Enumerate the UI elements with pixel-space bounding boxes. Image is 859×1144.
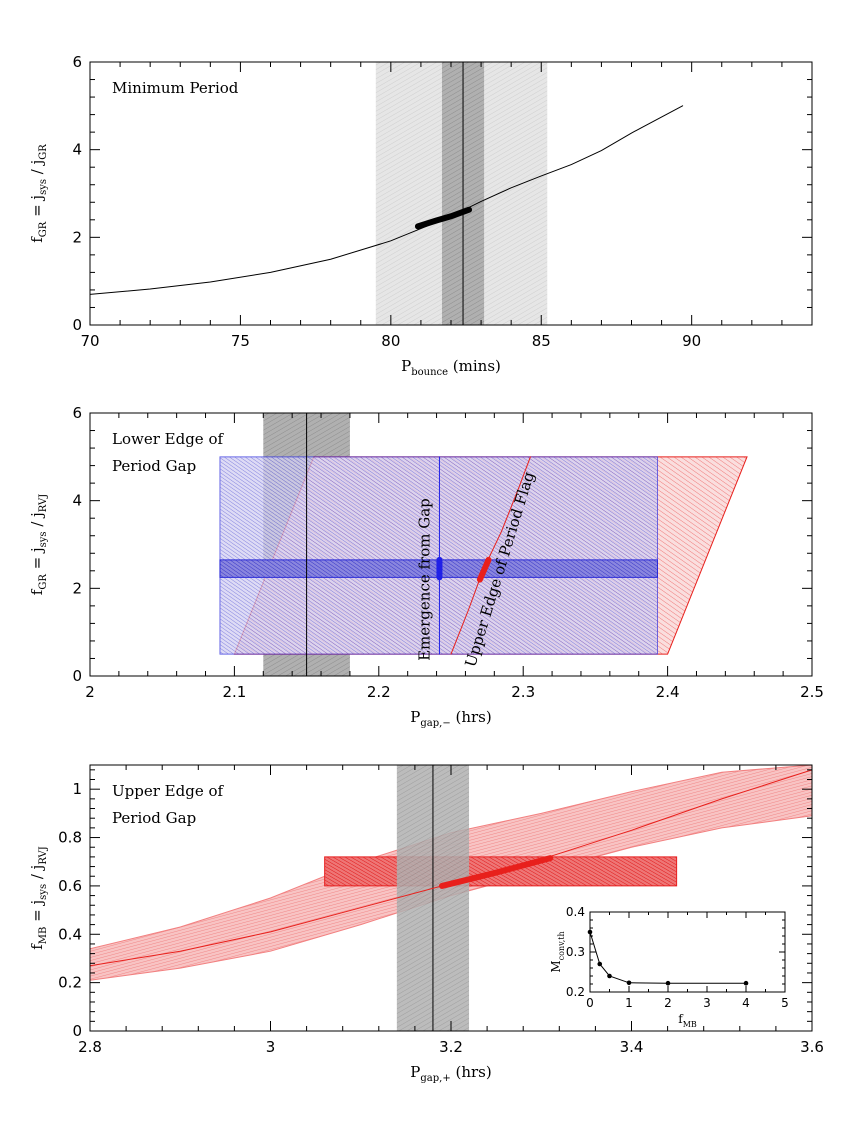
- y-tick-label: 0.6: [58, 877, 82, 895]
- inset-point: [665, 980, 671, 986]
- inset-x-tick-label: 5: [781, 996, 789, 1010]
- plot-area: [90, 62, 684, 325]
- x-tick-label: 90: [682, 332, 701, 350]
- x-tick-label: 2.2: [367, 683, 391, 701]
- x-tick-label: 85: [532, 332, 551, 350]
- y-tick-label: 2: [72, 579, 82, 597]
- plot-area: [219, 413, 748, 676]
- x-axis-label: Pgap,− (hrs): [410, 708, 491, 729]
- thick-segment: [438, 855, 554, 889]
- y-tick-label: 0: [72, 1022, 82, 1040]
- x-tick-label: 3.6: [800, 1038, 824, 1056]
- thick-segment: [476, 556, 492, 583]
- y-tick-label: 4: [72, 141, 82, 159]
- series-line: [450, 456, 531, 655]
- inset-x-tick-label: 1: [625, 996, 633, 1010]
- inset-x-tick-label: 0: [586, 996, 594, 1010]
- panel-annotation: Period Gap: [112, 809, 196, 827]
- inset-x-label: fMB: [678, 1012, 697, 1029]
- y-tick-label: 0: [72, 667, 82, 685]
- inset-point: [626, 980, 632, 986]
- x-tick-label: 80: [381, 332, 400, 350]
- inset-x-tick-label: 2: [664, 996, 672, 1010]
- inset: 0 1 2 3 4 5 0.2 0.3 0.4 fMB Mconv,th: [549, 905, 789, 1029]
- x-axis-label: Pbounce (mins): [401, 357, 501, 378]
- x-tick-label: 70: [80, 332, 99, 350]
- x-tick-label: 2: [85, 683, 95, 701]
- y-tick-label: 4: [72, 492, 82, 510]
- inset-point: [743, 980, 749, 986]
- x-tick-label: 2.3: [511, 683, 535, 701]
- y-axis-label: fMB = jsys / jRVJ: [28, 846, 49, 950]
- y-tick-label: 6: [72, 53, 82, 71]
- inset-y-tick-label: 0.3: [566, 945, 585, 959]
- y-axis-label: fGR = jsys / jRVJ: [28, 494, 49, 595]
- inset-y-label: Mconv,th: [549, 931, 566, 972]
- x-tick-label: 2.5: [800, 683, 824, 701]
- y-tick-label: 0.4: [58, 925, 82, 943]
- y-tick-label: 0.8: [58, 829, 82, 847]
- inset-x-tick-label: 4: [742, 996, 750, 1010]
- x-axis-label: Pgap,+ (hrs): [410, 1063, 491, 1084]
- inset-point: [587, 929, 593, 935]
- panel-annotation: Lower Edge of: [112, 430, 224, 448]
- line-label-emergence: Emergence from Gap: [415, 498, 433, 661]
- x-tick-label: 75: [231, 332, 250, 350]
- x-tick-label: 3.4: [620, 1038, 644, 1056]
- thick-segment: [414, 206, 473, 230]
- inset-y-tick-label: 0.4: [566, 905, 585, 919]
- x-tick-label: 2.8: [78, 1038, 102, 1056]
- plot-area: [90, 765, 812, 1031]
- inset-line: [589, 931, 746, 984]
- x-tick-label: 2.4: [656, 683, 680, 701]
- y-tick-label: 0.2: [58, 974, 82, 992]
- panel-annotation: Minimum Period: [112, 79, 239, 97]
- y-tick-label: 2: [72, 228, 82, 246]
- inset-y-tick-label: 0.2: [566, 985, 585, 999]
- y-axis-label: fGR = jsys / jGR: [28, 144, 49, 243]
- x-tick-label: 3: [266, 1038, 276, 1056]
- plot-frame: [89, 412, 813, 677]
- y-tick-label: 6: [72, 404, 82, 422]
- y-tick-label: 1: [72, 780, 82, 798]
- region-blue-rect: [219, 456, 658, 655]
- inset-frame: [589, 911, 786, 993]
- x-tick-label: 2.1: [222, 683, 246, 701]
- inset-point: [607, 973, 612, 979]
- panel-annotation: Period Gap: [112, 457, 196, 475]
- x-tick-label: 3.2: [439, 1038, 463, 1056]
- inset-point: [597, 961, 603, 967]
- panel-annotation: Upper Edge of: [112, 782, 224, 800]
- y-tick-label: 0: [72, 316, 82, 334]
- inset-x-tick-label: 3: [703, 996, 711, 1010]
